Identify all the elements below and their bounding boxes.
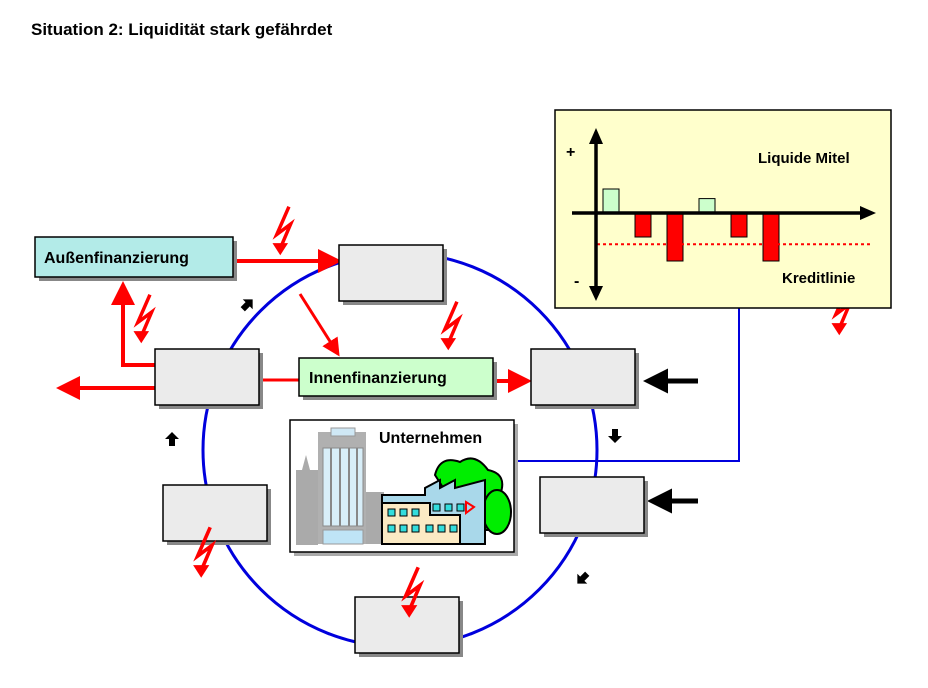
direction-arrow-down-left-icon [577, 571, 590, 584]
chart-x-axis-arrowhead [860, 206, 876, 220]
chart-y-axis-arrowhead-up [589, 128, 603, 144]
direction-arrow-down-icon [608, 429, 622, 443]
office-building-icon [296, 427, 384, 545]
empty-box-right-upper [530, 348, 639, 409]
kreditlinie-label: Kreditlinie [782, 270, 855, 287]
chart-bar-5 [730, 212, 748, 238]
empty-box-left-lower [162, 484, 271, 545]
lightning-icon-innen [438, 300, 461, 352]
chart-title: Liquide Mitel [758, 150, 850, 167]
aussenfinanzierung-box: Außenfinanzierung [34, 236, 237, 281]
chart-plus-label: + [566, 144, 575, 161]
innenfinanzierung-box: Innenfinanzierung [298, 357, 497, 400]
chart-bar-2 [634, 212, 652, 238]
page-title: Situation 2: Liquidität stark gefährdet [31, 20, 333, 39]
empty-box-right-lower [539, 476, 648, 537]
liquidity-chart-panel: + - Liquide Mitel Kreditlinie [554, 109, 892, 309]
flow-circle-to-innen [298, 293, 340, 357]
innenfinanzierung-label: Innenfinanzierung [309, 370, 447, 387]
empty-box-top [338, 244, 447, 305]
chart-bar-1 [602, 188, 620, 214]
chart-bar-6 [762, 212, 780, 262]
empty-box-left [154, 348, 263, 409]
direction-arrow-up-icon [165, 432, 179, 446]
factory-icon [381, 457, 512, 545]
lightning-icon-top [270, 205, 293, 257]
chart-bar-3 [666, 212, 684, 262]
lightning-icon-aussen-loop [131, 293, 154, 345]
unternehmen-box: Unternehmen [289, 419, 518, 556]
chart-y-axis-arrowhead-down [589, 286, 603, 301]
chart-bars [602, 188, 780, 262]
flow-left-to-aussen [111, 281, 155, 367]
direction-arrow-up-right-icon [240, 299, 253, 312]
chart-connector-line [500, 300, 740, 462]
chart-bar-4 [698, 198, 716, 214]
chart-minus-label: - [574, 273, 579, 290]
unternehmen-label: Unternehmen [379, 430, 482, 447]
aussenfinanzierung-label: Außenfinanzierung [44, 250, 189, 267]
